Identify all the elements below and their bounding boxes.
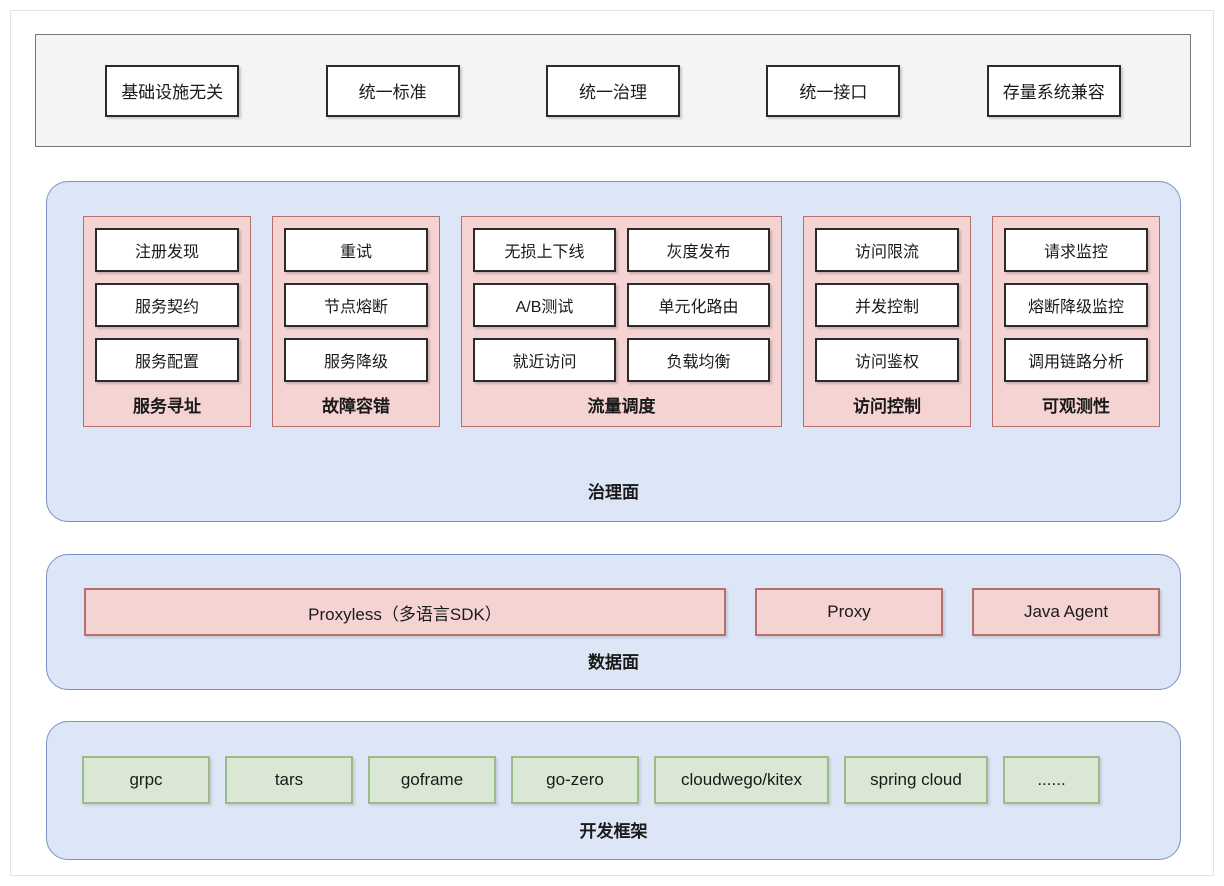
- governance-item: 灰度发布: [627, 228, 770, 272]
- governance-group-service-addressing: 注册发现 服务契约 服务配置 服务寻址: [83, 216, 251, 427]
- governance-item-label: 服务配置: [134, 354, 199, 371]
- governance-item-label: 灰度发布: [666, 244, 731, 261]
- governance-item-label: 调用链路分析: [1027, 354, 1124, 371]
- framework-item-cloudwego-kitex: cloudwego/kitex: [654, 756, 829, 804]
- framework-item-label: goframe: [400, 770, 464, 789]
- data-plane-items: Proxyless（多语言SDK） Proxy Java Agent: [84, 588, 1160, 636]
- governance-group-items: 请求监控 熔断降级监控 调用链路分析: [1004, 228, 1148, 382]
- governance-item-label: 就近访问: [512, 354, 577, 371]
- framework-item-label: grpc: [129, 770, 163, 789]
- governance-item: 熔断降级监控: [1004, 283, 1148, 327]
- framework-item-label: ......: [1037, 770, 1066, 789]
- governance-item-label: 负载均衡: [666, 354, 731, 371]
- principle-label: 统一接口: [799, 83, 868, 102]
- governance-item-label: A/B测试: [515, 299, 574, 316]
- governance-group-title: 流量调度: [587, 396, 656, 416]
- governance-group-title: 可观测性: [1042, 396, 1110, 416]
- governance-item: 请求监控: [1004, 228, 1148, 272]
- governance-item-label: 访问鉴权: [854, 354, 919, 371]
- governance-item-label: 单元化路由: [658, 299, 739, 316]
- governance-item-label: 重试: [339, 244, 372, 261]
- principle-box: 存量系统兼容: [986, 64, 1121, 117]
- data-plane-item-label: Proxyless（多语言SDK）: [308, 604, 502, 624]
- framework-item-label: go-zero: [546, 770, 604, 789]
- governance-item: 单元化路由: [627, 283, 770, 327]
- governance-item: 服务降级: [284, 338, 428, 382]
- governance-group-title: 故障容错: [322, 396, 390, 416]
- governance-group-observability: 请求监控 熔断降级监控 调用链路分析 可观测性: [992, 216, 1160, 427]
- principle-box: 统一治理: [545, 64, 680, 117]
- governance-group-items: 注册发现 服务契约 服务配置: [95, 228, 239, 382]
- data-plane-panel: Proxyless（多语言SDK） Proxy Java Agent 数据面: [46, 554, 1181, 690]
- framework-item-go-zero: go-zero: [511, 756, 639, 804]
- principle-box: 基础设施无关: [105, 64, 240, 117]
- governance-item: 访问限流: [815, 228, 959, 272]
- governance-item-label: 注册发现: [134, 244, 199, 261]
- governance-item: 负载均衡: [627, 338, 770, 382]
- framework-item-label: tars: [274, 770, 304, 789]
- governance-columns: 注册发现 服务契约 服务配置 服务寻址 重试: [83, 216, 1161, 427]
- governance-group-items: 无损上下线 灰度发布 A/B测试 单元化路由 就近访问 负载: [473, 228, 770, 382]
- data-plane-item-proxy: Proxy: [755, 588, 943, 636]
- governance-item-label: 熔断降级监控: [1027, 299, 1124, 316]
- governance-item-label: 请求监控: [1043, 244, 1108, 261]
- principle-label: 统一标准: [358, 83, 427, 102]
- governance-item: 就近访问: [473, 338, 616, 382]
- governance-group-items: 重试 节点熔断 服务降级: [284, 228, 428, 382]
- governance-item-label: 并发控制: [854, 299, 919, 316]
- governance-item: 注册发现: [95, 228, 239, 272]
- governance-plane-label: 治理面: [588, 483, 639, 502]
- framework-item-more: ......: [1003, 756, 1100, 804]
- governance-item: 访问鉴权: [815, 338, 959, 382]
- framework-item-label: spring cloud: [870, 770, 962, 789]
- principle-box: 统一接口: [766, 64, 901, 117]
- governance-item: 调用链路分析: [1004, 338, 1148, 382]
- principle-label: 统一治理: [578, 83, 647, 102]
- governance-item-label: 服务降级: [323, 354, 388, 371]
- governance-item: 节点熔断: [284, 283, 428, 327]
- governance-plane-panel: 注册发现 服务契约 服务配置 服务寻址 重试: [46, 181, 1181, 522]
- data-plane-label: 数据面: [588, 653, 639, 672]
- governance-item: 无损上下线: [473, 228, 616, 272]
- principle-label: 基础设施无关: [121, 83, 224, 102]
- governance-item: 服务配置: [95, 338, 239, 382]
- data-plane-item-label: Java Agent: [1023, 602, 1109, 621]
- governance-item-label: 访问限流: [854, 244, 919, 261]
- framework-item-goframe: goframe: [368, 756, 496, 804]
- data-plane-item-proxyless: Proxyless（多语言SDK）: [84, 588, 726, 636]
- principle-label: 存量系统兼容: [1002, 83, 1105, 102]
- governance-item: 并发控制: [815, 283, 959, 327]
- governance-item-label: 节点熔断: [323, 299, 388, 316]
- framework-plane-label: 开发框架: [579, 822, 648, 841]
- governance-item-label: 无损上下线: [504, 244, 585, 261]
- governance-item: 服务契约: [95, 283, 239, 327]
- diagram-canvas: 基础设施无关 统一标准 统一治理 统一接口 存量系统兼容 注册发现 服务契约: [10, 10, 1214, 876]
- framework-item-grpc: grpc: [82, 756, 210, 804]
- governance-group-items: 访问限流 并发控制 访问鉴权: [815, 228, 959, 382]
- framework-item-spring-cloud: spring cloud: [844, 756, 988, 804]
- governance-item: A/B测试: [473, 283, 616, 327]
- governance-item: 重试: [284, 228, 428, 272]
- data-plane-item-label: Proxy: [827, 602, 871, 621]
- data-plane-item-java-agent: Java Agent: [972, 588, 1160, 636]
- design-principles-panel: 基础设施无关 统一标准 统一治理 统一接口 存量系统兼容: [35, 34, 1191, 147]
- governance-group-fault-tolerance: 重试 节点熔断 服务降级 故障容错: [272, 216, 440, 427]
- framework-item-tars: tars: [225, 756, 353, 804]
- governance-group-title: 服务寻址: [133, 396, 201, 416]
- governance-item-label: 服务契约: [134, 299, 199, 316]
- governance-group-access-control: 访问限流 并发控制 访问鉴权 访问控制: [803, 216, 971, 427]
- framework-plane-panel: grpc tars goframe go-zero cloudwego/kite…: [46, 721, 1181, 860]
- framework-item-label: cloudwego/kitex: [681, 770, 802, 789]
- principle-box: 统一标准: [325, 64, 460, 117]
- governance-group-title: 访问控制: [853, 396, 921, 416]
- governance-group-traffic-scheduling: 无损上下线 灰度发布 A/B测试 单元化路由 就近访问 负载: [461, 216, 782, 427]
- framework-items: grpc tars goframe go-zero cloudwego/kite…: [82, 756, 1145, 804]
